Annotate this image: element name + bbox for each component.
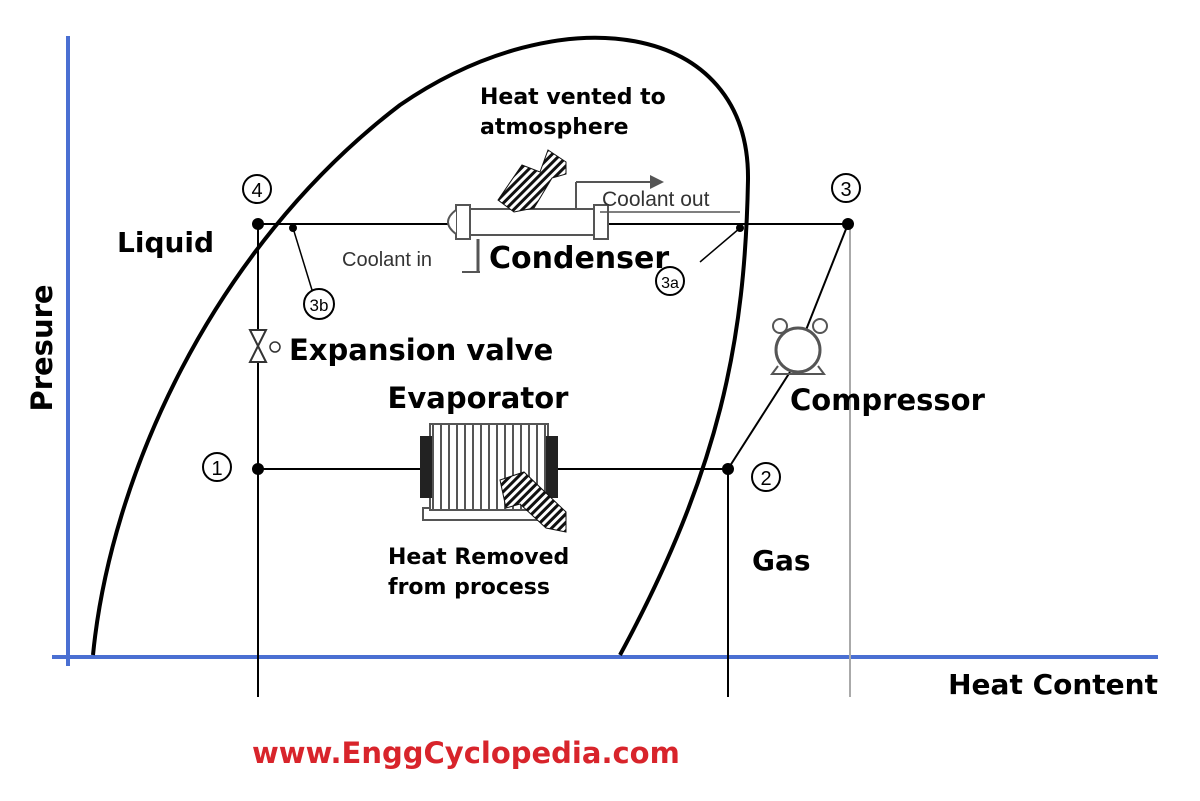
marker-3-label: 3: [840, 179, 851, 201]
condenser-shell: [465, 208, 597, 236]
compressor-feet: [770, 365, 826, 375]
compression-line-lower: [727, 371, 791, 470]
marker-3b-label: 3b: [310, 296, 329, 315]
heat-removed-label-line2: from process: [388, 575, 550, 600]
heat-vented-label-line1: Heat vented to: [480, 85, 666, 110]
marker-4: [242, 174, 272, 204]
website-link[interactable]: www.EnggCyclopedia.com: [252, 736, 680, 770]
coolant-out-label: Coolant out: [602, 188, 710, 211]
condenser-head-right: [593, 204, 609, 240]
valve-top-triangle: [248, 329, 268, 349]
marker-3: [831, 173, 861, 203]
compressor-icon: [770, 318, 828, 375]
axes: [52, 36, 1158, 666]
compression-line-upper: [805, 223, 849, 331]
marker-3a: [655, 266, 685, 296]
coolant-out-arrowhead: [650, 175, 664, 189]
condenser-device: [447, 175, 740, 273]
marker-2-label: 2: [760, 468, 771, 490]
expansion-valve-label: Expansion valve: [289, 333, 553, 367]
dot-2: [722, 463, 734, 475]
marker-2: [751, 462, 781, 492]
condenser-label: Condenser: [489, 241, 669, 276]
evaporator-end-right: [546, 436, 558, 498]
valve-stem: [269, 341, 281, 353]
heat-removed-label-line1: Heat Removed: [388, 545, 569, 570]
compressor-port-left: [772, 318, 788, 334]
heat-vented-arrow: [497, 149, 567, 213]
heat-removed-arrow: [499, 471, 567, 533]
compressor-body: [774, 326, 822, 374]
heat-vented-label-line2: atmosphere: [480, 115, 629, 140]
compressor-port-right: [812, 318, 828, 334]
liquid-label: Liquid: [117, 226, 214, 259]
valve-bottom-triangle: [248, 343, 268, 363]
marker-3a-label: 3a: [661, 275, 679, 292]
marker-4-label: 4: [251, 180, 262, 202]
marker-3b: [303, 288, 335, 320]
dot-1: [252, 463, 264, 475]
expansion-valve-icon: [248, 329, 281, 363]
evaporator-label: Evaporator: [388, 381, 570, 415]
dot-3: [842, 218, 854, 230]
marker-1: [202, 452, 232, 482]
compressor-label: Compressor: [790, 383, 986, 417]
marker-1-label: 1: [211, 458, 222, 480]
evaporator-end-left: [420, 436, 432, 498]
x-axis-label: Heat Content: [948, 668, 1158, 701]
coolant-in-label: Coolant in: [342, 249, 432, 271]
saturation-dome: [91, 35, 751, 656]
y-axis-label: Presure: [25, 284, 59, 411]
condenser-cap-left: [447, 209, 457, 235]
leader-3a: [699, 227, 741, 263]
condenser-head-left: [455, 204, 471, 240]
evaporator-device: [420, 423, 559, 521]
dot-4: [252, 218, 264, 230]
cycle-dots: [252, 218, 854, 475]
leader-3b: [292, 227, 313, 291]
point-markers: 4 3 1 2 3b 3a: [202, 173, 861, 492]
gas-label: Gas: [752, 544, 811, 577]
